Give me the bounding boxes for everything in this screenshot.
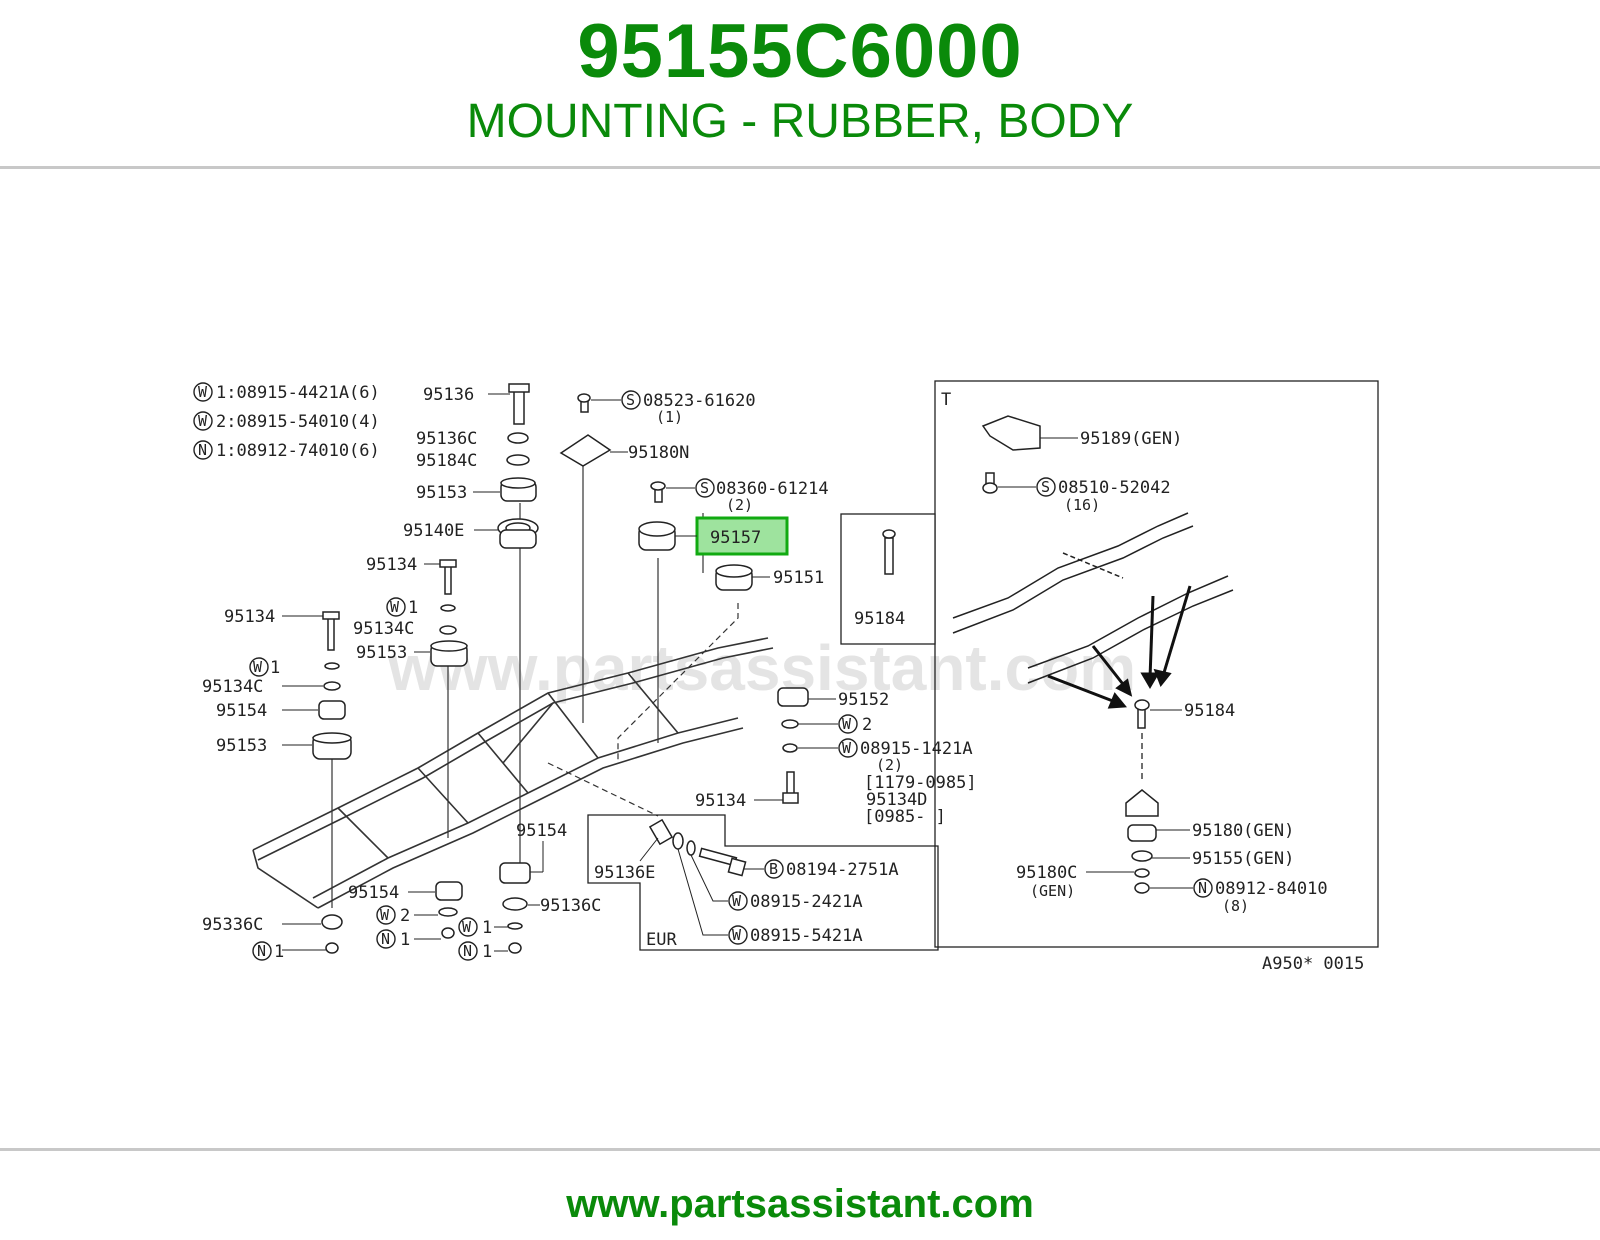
center-parts [559, 393, 809, 877]
svg-text:S: S [626, 391, 635, 409]
svg-text:95336C: 95336C [202, 915, 263, 935]
svg-text:95154: 95154 [216, 701, 267, 721]
legend-item-n1: 1:08912-74010(6) [216, 441, 380, 461]
svg-text:95134: 95134 [366, 555, 417, 575]
svg-text:95180(GEN): 95180(GEN) [1192, 821, 1294, 841]
footer-divider [0, 1148, 1600, 1151]
svg-text:95134C: 95134C [202, 677, 263, 697]
svg-text:08912-84010: 08912-84010 [1215, 879, 1328, 899]
svg-text:95153: 95153 [416, 483, 467, 503]
svg-text:95184: 95184 [1184, 701, 1235, 721]
svg-text:(1): (1) [656, 408, 683, 426]
svg-text:2: 2 [400, 906, 410, 926]
footer-website-link[interactable]: www.partsassistant.com [566, 1182, 1034, 1226]
header-divider [0, 166, 1600, 169]
svg-text:1: 1 [482, 942, 492, 962]
svg-text:1: 1 [274, 942, 284, 962]
part-number-title: 95155C6000 [577, 9, 1023, 94]
svg-text:08915-1421A: 08915-1421A [860, 739, 973, 759]
svg-text:W: W [732, 926, 742, 944]
svg-text:N: N [463, 942, 472, 960]
svg-text:[0985- ]: [0985- ] [864, 807, 946, 827]
svg-text:W: W [390, 598, 400, 616]
svg-text:EUR: EUR [646, 930, 677, 950]
svg-text:08523-61620: 08523-61620 [643, 391, 756, 411]
svg-text:[1179-0985]: [1179-0985] [864, 773, 977, 793]
svg-text:95153: 95153 [356, 643, 407, 663]
svg-text:W: W [462, 918, 472, 936]
svg-text:W: W [732, 892, 742, 910]
legend-item-w1: 1:08915-4421A(6) [216, 383, 380, 403]
svg-text:95184C: 95184C [416, 451, 477, 471]
svg-text:95180N: 95180N [628, 443, 689, 463]
svg-text:95134: 95134 [695, 791, 746, 811]
svg-text:(2): (2) [726, 496, 753, 514]
svg-text:(16): (16) [1064, 496, 1100, 514]
svg-text:N: N [381, 930, 390, 948]
svg-text:95136C: 95136C [416, 429, 477, 449]
svg-text:W: W [253, 658, 263, 676]
svg-text:(8): (8) [1222, 897, 1249, 915]
svg-text:(GEN): (GEN) [1030, 882, 1075, 900]
svg-text:1: 1 [408, 598, 418, 618]
detail-arrows [1047, 585, 1192, 783]
svg-text:95134D: 95134D [866, 790, 927, 810]
chassis-frame [252, 637, 774, 909]
svg-text:2: 2 [862, 715, 872, 735]
svg-text:W: W [842, 739, 852, 757]
part-description: MOUNTING - RUBBER, BODY [466, 95, 1134, 148]
parts-diagram-svg: www.partsassistant.com W 1:08915-4421A(6… [193, 380, 1379, 974]
svg-text:95136E: 95136E [594, 863, 655, 883]
svg-text:B: B [769, 860, 778, 878]
svg-text:N: N [198, 441, 207, 459]
svg-text:(2): (2) [876, 756, 903, 774]
svg-text:95155(GEN): 95155(GEN) [1192, 849, 1294, 869]
header: 95155C6000 MOUNTING - RUBBER, BODY [0, 0, 1600, 168]
highlighted-part-label[interactable]: 95157 [710, 528, 761, 548]
svg-text:95184: 95184 [854, 609, 905, 629]
svg-text:S: S [1041, 478, 1050, 496]
svg-text:1: 1 [482, 918, 492, 938]
legend-item-w2: 2:08915-54010(4) [216, 412, 380, 432]
svg-text:08194-2751A: 08194-2751A [786, 860, 899, 880]
svg-text:95180C: 95180C [1016, 863, 1077, 883]
svg-text:95136: 95136 [423, 385, 474, 405]
detail-parts [882, 415, 1234, 894]
leader-lines [331, 453, 739, 908]
svg-text:W: W [198, 412, 208, 430]
legend: W 1:08915-4421A(6) W 2:08915-54010(4) N … [193, 382, 380, 461]
svg-text:95134C: 95134C [353, 619, 414, 639]
svg-text:N: N [257, 942, 266, 960]
svg-text:1: 1 [270, 658, 280, 678]
callout-labels: 95136 95136C 95184C 95153 95140E 95134 9… [202, 385, 1364, 974]
svg-text:95154: 95154 [516, 821, 567, 841]
svg-text:95151: 95151 [773, 568, 824, 588]
svg-text:W: W [842, 715, 852, 733]
svg-text:W: W [198, 383, 208, 401]
diagram-watermark: www.partsassistant.com [387, 632, 1136, 704]
svg-text:95153: 95153 [216, 736, 267, 756]
svg-text:95140E: 95140E [403, 521, 464, 541]
svg-text:S: S [700, 479, 709, 497]
svg-text:08360-61214: 08360-61214 [716, 479, 829, 499]
svg-text:N: N [1198, 879, 1207, 897]
svg-text:95189(GEN): 95189(GEN) [1080, 429, 1182, 449]
left-parts [312, 383, 539, 954]
eur-detail-box [587, 814, 939, 951]
drawing-code: A950* 0015 [1262, 954, 1364, 974]
parts-diagram: www.partsassistant.com W 1:08915-4421A(6… [178, 338, 1418, 1008]
svg-text:08915-5421A: 08915-5421A [750, 926, 863, 946]
svg-text:08510-52042: 08510-52042 [1058, 478, 1171, 498]
svg-text:95134: 95134 [224, 607, 275, 627]
svg-text:W: W [380, 906, 390, 924]
svg-text:08915-2421A: 08915-2421A [750, 892, 863, 912]
svg-text:95152: 95152 [838, 690, 889, 710]
svg-text:95136C: 95136C [540, 896, 601, 916]
svg-text:95154: 95154 [348, 883, 399, 903]
svg-text:1: 1 [400, 930, 410, 950]
svg-text:T: T [941, 390, 951, 410]
